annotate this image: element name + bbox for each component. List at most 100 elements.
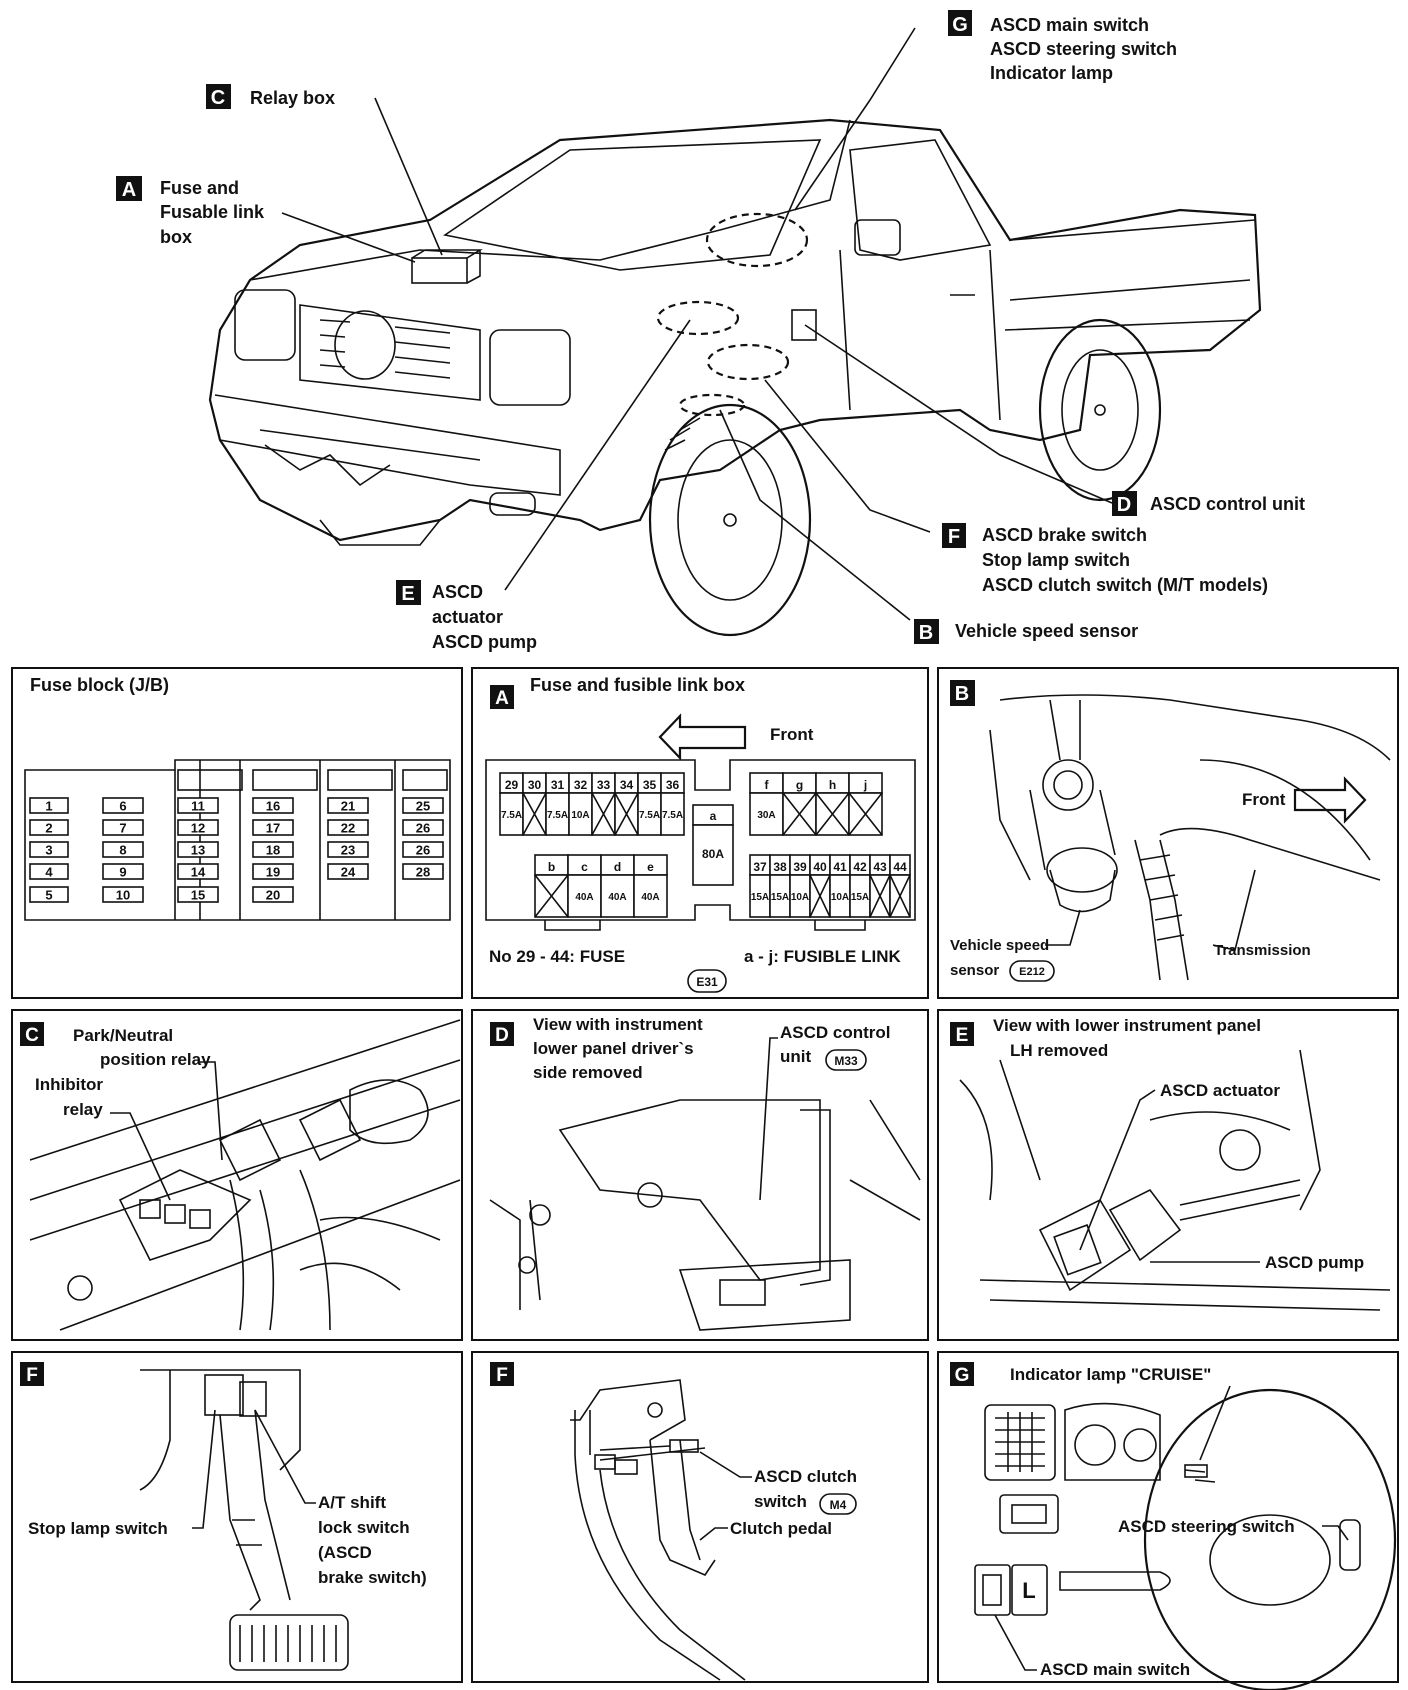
fuse-cell: 19: [252, 863, 294, 880]
fuse-slot-number: 36: [666, 778, 680, 792]
clutch-pedal-label: Clutch pedal: [730, 1519, 832, 1538]
panel-relay-box: C Park/Neutral position relay Inhibitor …: [11, 1009, 463, 1341]
tag-c: C: [206, 84, 231, 109]
fuse-slot: 33: [591, 772, 616, 836]
fuse-slot-number: b: [548, 860, 555, 874]
front-arrow-left-icon: [658, 713, 747, 761]
stop-lamp-label: Stop lamp switch: [28, 1519, 168, 1538]
fuse-slot-number: 44: [893, 860, 907, 874]
clutch-switch-line2: switch: [754, 1492, 807, 1511]
pn-relay-line1: Park/Neutral: [73, 1026, 173, 1045]
fuse-slot-value: 30A: [757, 810, 775, 821]
fuse-slot-number: 39: [793, 860, 807, 874]
fuse-cell: 22: [327, 819, 369, 836]
fuse-number: 17: [266, 821, 280, 836]
fuse-slot-number: 41: [833, 860, 847, 874]
panel-main-switch: G Indicator lamp "CRUISE" L ASCD steerin…: [937, 1351, 1399, 1690]
fuse-slot-number: 38: [773, 860, 787, 874]
fuse-number: 21: [341, 799, 355, 814]
fuse-slot-value: 15A: [851, 892, 869, 903]
fuse-cell: 13: [177, 841, 219, 858]
fuse-slot-value: 7.5A: [501, 810, 522, 821]
fuse-slot-number: 37: [753, 860, 767, 874]
svg-text:B: B: [955, 683, 969, 705]
fuse-cell: 10: [102, 886, 144, 903]
vss-transmission-label: Transmission: [1214, 942, 1311, 959]
at-shift-line1: A/T shift: [318, 1493, 386, 1512]
fuse-number: 20: [266, 888, 280, 903]
vss-front-label: Front: [1242, 790, 1286, 809]
fuse-slot: 39 10A: [789, 854, 811, 918]
svg-text:A: A: [122, 179, 136, 201]
fuse-cell: 1: [29, 797, 69, 814]
callout-f: F ASCD brake switch Stop lamp switch ASC…: [942, 523, 1268, 595]
at-shift-line2: lock switch: [318, 1518, 410, 1537]
fuse-cell: 11: [177, 797, 219, 814]
svg-text:B: B: [919, 622, 933, 644]
empty-slot-icon: [869, 874, 891, 918]
fuse-slot: 34: [614, 772, 639, 836]
tag-f-panel-2: F: [490, 1362, 514, 1386]
fuse-cell: 2: [29, 819, 69, 836]
main-switch-label: ASCD main switch: [1040, 1660, 1190, 1679]
panel-brake-switch: F Stop lamp switch A/T shift lock switch…: [11, 1351, 463, 1683]
panel-fuse-block: Fuse block (J/B) 12345678910111213141516…: [11, 667, 463, 999]
clutch-switch-line1: ASCD clutch: [754, 1467, 857, 1486]
svg-text:A: A: [495, 688, 509, 709]
svg-text:F: F: [496, 1365, 508, 1386]
callout-g: G ASCD main switch ASCD steering switch …: [948, 10, 1177, 83]
empty-slot-icon: [848, 792, 883, 836]
callout-c: C Relay box: [206, 84, 335, 109]
panel-fuse-link-box: A Fuse and fusible link box Front 297.5A…: [471, 667, 929, 999]
d-unit-line2: unit: [780, 1047, 811, 1066]
inhibitor-line2: relay: [63, 1100, 103, 1119]
callout-g-line1: ASCD main switch: [990, 15, 1149, 35]
fuse-slot-value: 7.5A: [639, 810, 660, 821]
fuse-slot-number: 40: [813, 860, 827, 874]
fuse-slot: 43: [869, 854, 891, 918]
svg-text:D: D: [1117, 494, 1131, 516]
fuse-cell: 20: [252, 886, 294, 903]
fuse-cell: 25: [402, 797, 444, 814]
fuse-slot: 44: [889, 854, 911, 918]
tag-f: F: [942, 523, 966, 548]
fuse-slot: 30: [522, 772, 547, 836]
fuse-slot-number: 42: [853, 860, 867, 874]
fuse-slot-value: 40A: [575, 892, 593, 903]
fuse-cell: 7: [102, 819, 144, 836]
empty-slot-icon: [614, 792, 639, 836]
fuse-cell: 21: [327, 797, 369, 814]
svg-text:F: F: [948, 526, 960, 548]
svg-text:C: C: [25, 1025, 39, 1046]
fuse-number: 1: [45, 799, 52, 814]
switch-letter: L: [1022, 1578, 1035, 1603]
fuse-number: 8: [119, 843, 126, 858]
svg-text:C: C: [211, 87, 225, 109]
fuse-link-connector: E31: [696, 975, 718, 989]
fuse-number: 6: [119, 799, 126, 814]
callout-f-line3: ASCD clutch switch (M/T models): [982, 575, 1268, 595]
inhibitor-line1: Inhibitor: [35, 1075, 103, 1094]
callout-a-line1: Fuse and: [160, 178, 239, 198]
truck-illustration: [208, 27, 1262, 637]
fuse-slot-number: g: [796, 778, 803, 792]
fuse-slot-number: h: [829, 778, 836, 792]
fuse-cell: 14: [177, 863, 219, 880]
fuse-cell: 4: [29, 863, 69, 880]
fuse-slot-value: 7.5A: [547, 810, 568, 821]
fuse-slot-number: 34: [620, 778, 634, 792]
callout-d-line1: ASCD control unit: [1150, 494, 1305, 514]
fuse-slot-value: 10A: [791, 892, 809, 903]
d-view-line2: lower panel driver`s: [533, 1039, 694, 1058]
panel-vehicle-speed-sensor: B Front Transmission Vehicle speed senso…: [937, 667, 1399, 999]
fuse-number: 13: [191, 843, 205, 858]
callout-d: D ASCD control unit: [1112, 491, 1305, 516]
fuse-block-cells: 1234567891011121314151617181920212223242…: [29, 797, 444, 903]
fuse-number: 28: [416, 865, 430, 880]
fuse-number: 19: [266, 865, 280, 880]
empty-slot-icon: [815, 792, 850, 836]
e-pump-label: ASCD pump: [1265, 1253, 1364, 1272]
